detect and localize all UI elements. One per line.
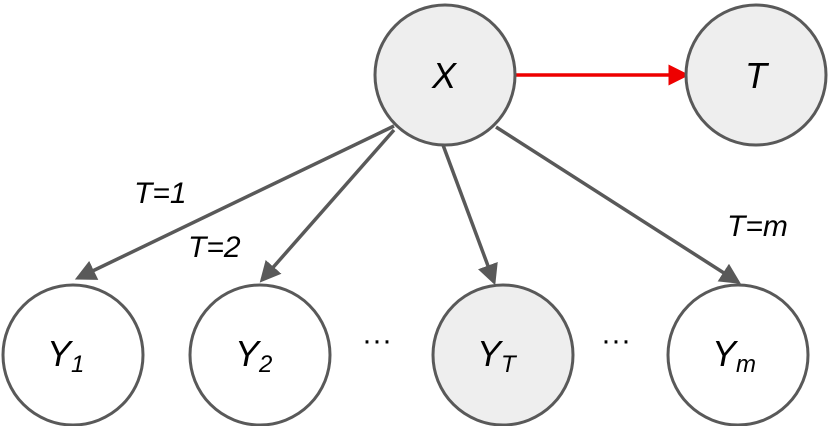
ellipsis-right: ··· (601, 324, 631, 357)
node-y1-subscript: 1 (71, 351, 84, 378)
node-x-label: X (431, 55, 458, 96)
node-y2-circle (188, 283, 332, 426)
node-ym-label: Y (712, 333, 739, 374)
edge-label-t1: T=1 (134, 177, 187, 210)
node-t-label: T (745, 55, 770, 96)
edge-label-t2: T=2 (188, 231, 241, 264)
svg-text:Y1: Y1 (47, 333, 84, 378)
node-yt: YT (431, 283, 575, 426)
node-y2-label: Y (235, 333, 262, 374)
svg-text:YT: YT (477, 333, 518, 378)
node-yt-circle (431, 283, 575, 426)
node-ym: Ym (666, 283, 810, 426)
node-yt-subscript: T (501, 351, 518, 378)
node-y1-label: Y (47, 333, 74, 374)
node-y2: Y2 (188, 283, 332, 426)
node-y1-circle (1, 283, 145, 426)
node-ym-subscript: m (736, 351, 756, 378)
svg-text:Y2: Y2 (235, 333, 272, 378)
edge-x-to-y2 (259, 128, 396, 283)
node-y1: Y1 (1, 283, 145, 426)
ellipsis-left: ··· (362, 324, 392, 357)
edge-x-to-yt (441, 144, 498, 286)
node-yt-label: Y (477, 333, 504, 374)
edge-label-tm: T=m (727, 210, 788, 243)
node-x: X (373, 3, 517, 147)
edge-x-to-ym (495, 125, 741, 284)
node-t: T (684, 3, 828, 147)
edge-x-to-y1 (74, 124, 395, 280)
node-y2-subscript: 2 (258, 351, 272, 378)
svg-text:Ym: Ym (712, 333, 756, 378)
node-ym-circle (666, 283, 810, 426)
node-x-circle (373, 3, 517, 147)
node-t-circle (684, 3, 828, 147)
